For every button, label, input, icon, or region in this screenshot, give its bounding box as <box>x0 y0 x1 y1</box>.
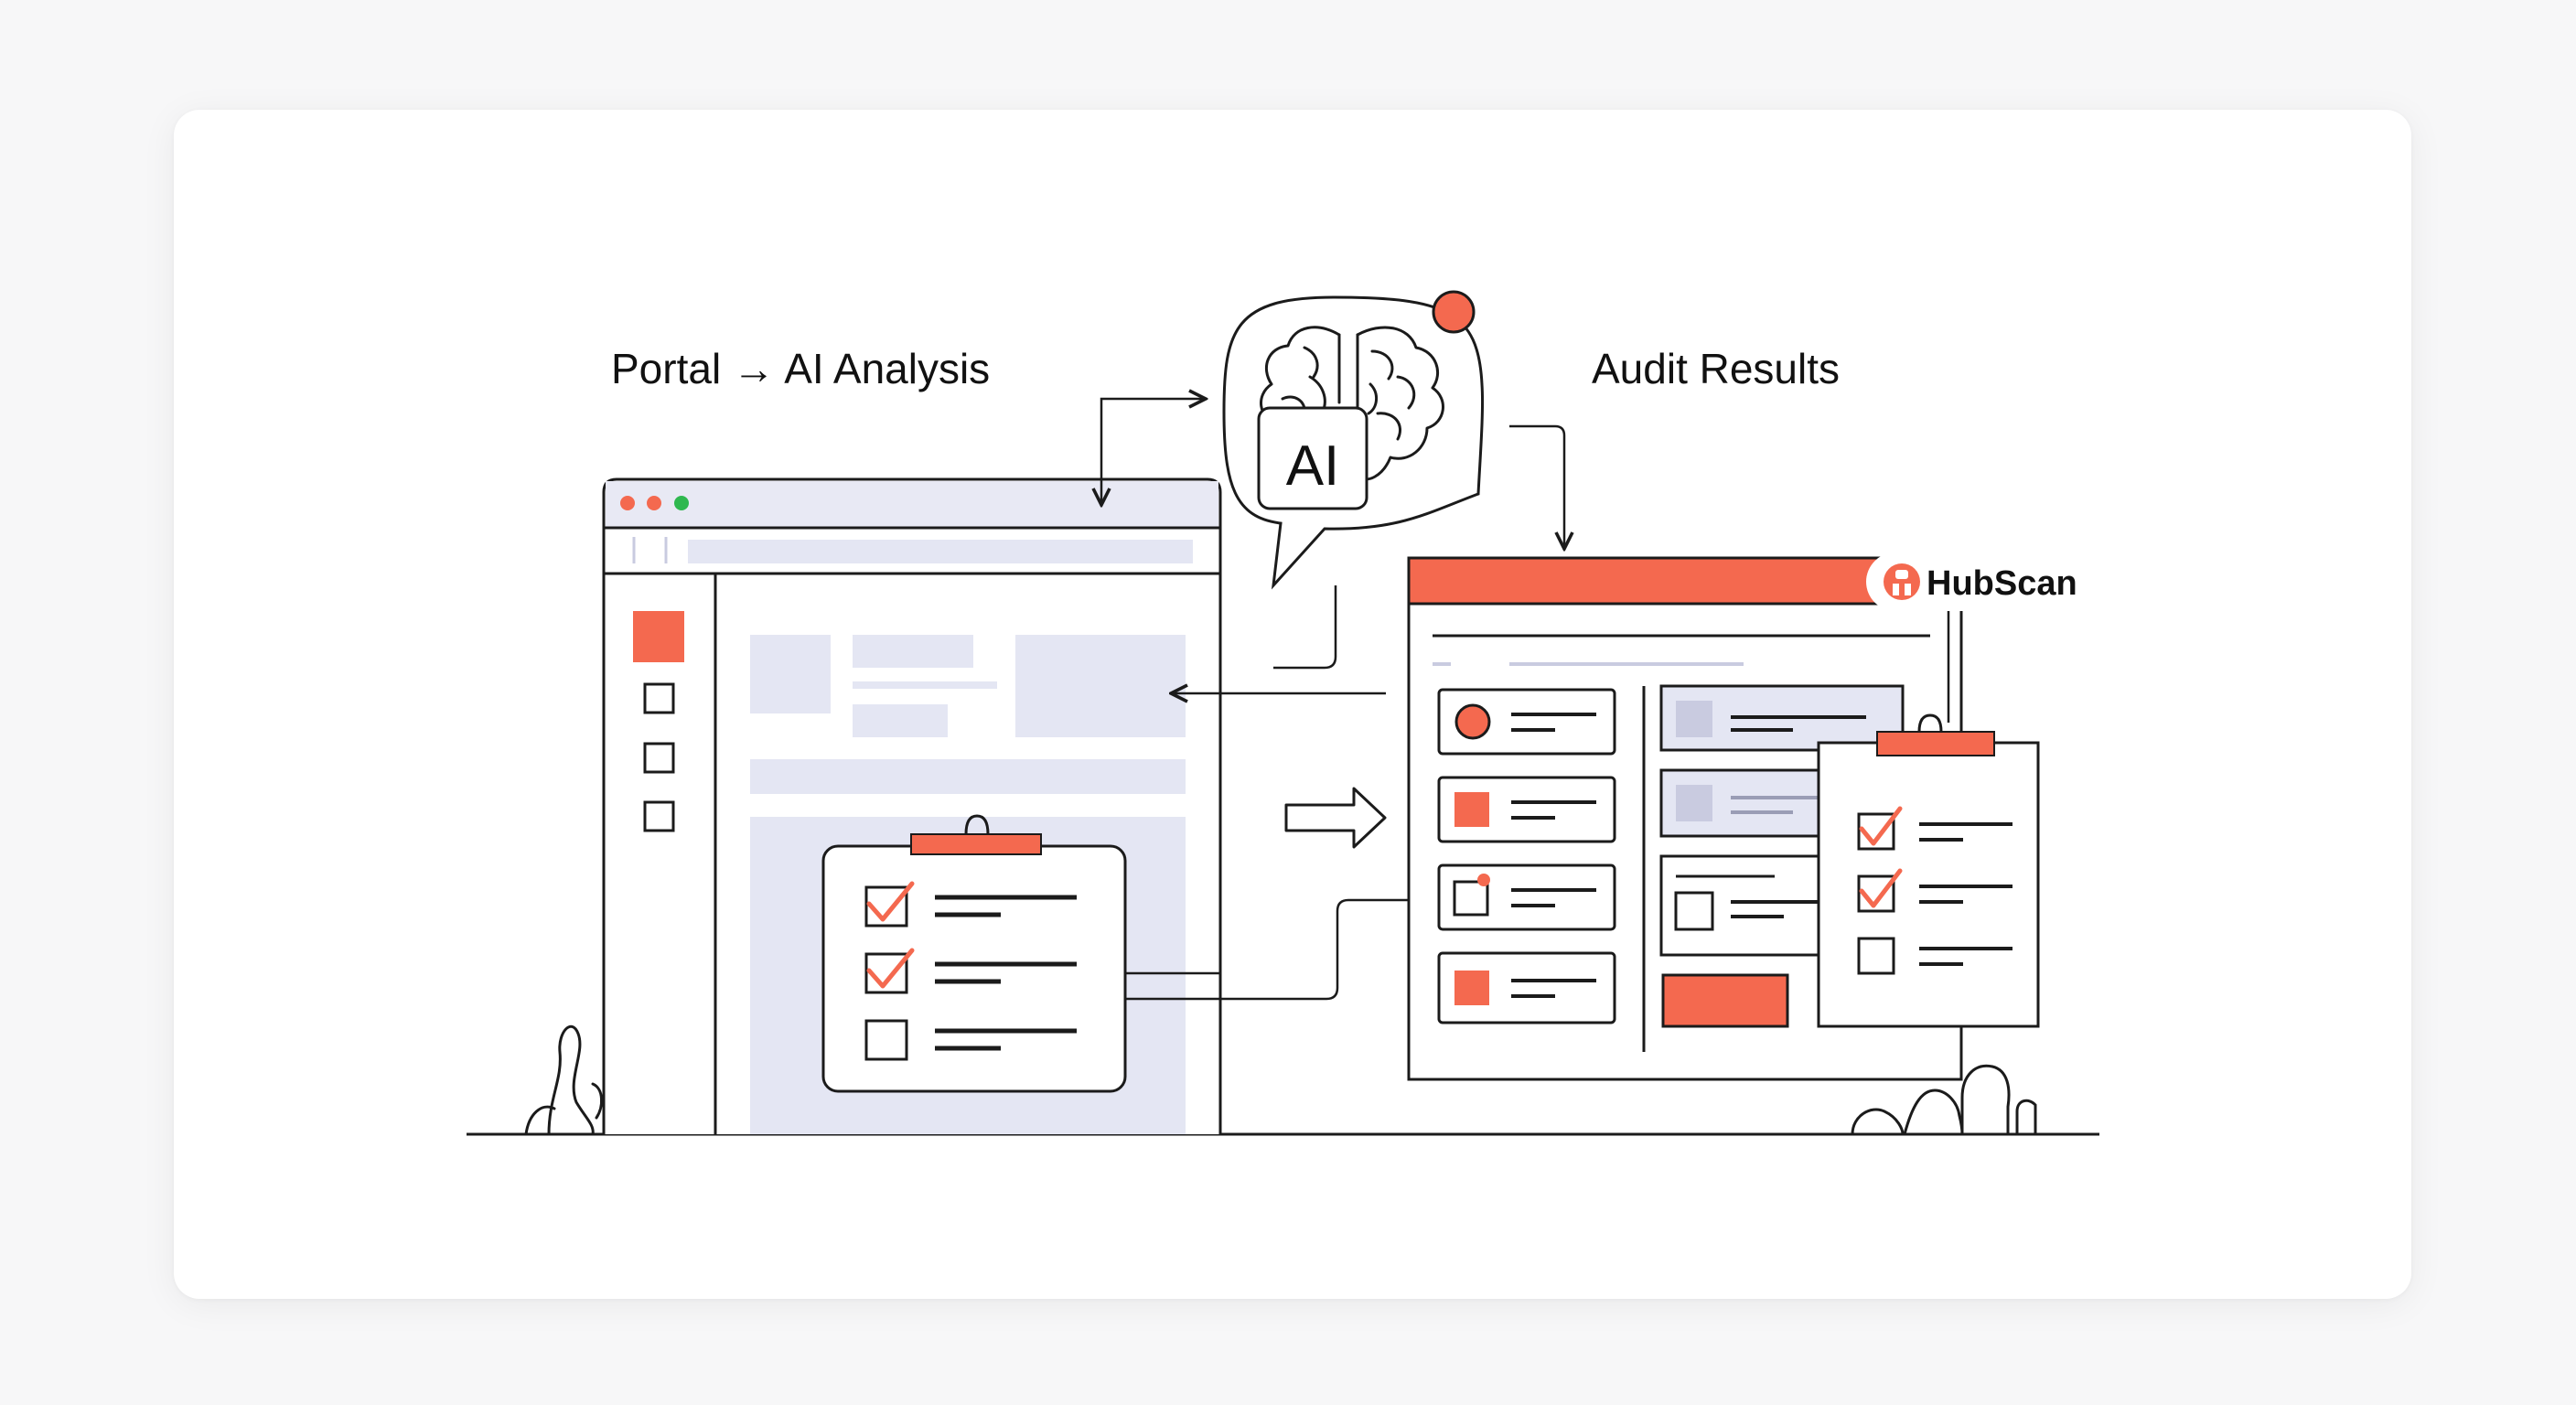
arrow-right-icon <box>1284 787 1387 849</box>
primary-action-button[interactable] <box>1661 973 1789 1028</box>
arrow-ai-to-results <box>1509 424 1564 549</box>
checkbox-empty[interactable] <box>1857 937 1895 975</box>
detail-card <box>1659 684 1905 752</box>
checklist-clipboard-right <box>1817 713 2040 1028</box>
shrubs-right <box>1851 1064 2037 1136</box>
hubscan-brand: HubScan <box>1866 552 2086 611</box>
results-header-bar <box>1407 556 1886 606</box>
window-maximize-dot[interactable] <box>674 496 689 510</box>
sidebar-active-item[interactable] <box>633 611 684 662</box>
paperclip-icon <box>1917 713 1943 733</box>
ai-bubble: AI <box>1222 290 1485 590</box>
brand-name: HubScan <box>1927 564 2077 603</box>
arrow-portal-to-ai <box>1101 399 1206 505</box>
checkmark-icon <box>1859 868 1903 908</box>
sidebar-item[interactable] <box>643 742 675 774</box>
notification-dot <box>1432 290 1476 334</box>
sidebar-item[interactable] <box>643 682 675 714</box>
connector-bubble-tail <box>1273 585 1337 670</box>
checkmark-icon <box>866 948 915 989</box>
checklist-clipboard-left <box>821 814 1127 1093</box>
window-close-dot[interactable] <box>620 496 635 510</box>
ai-badge-label: AI <box>1286 434 1340 498</box>
result-row[interactable] <box>1437 863 1616 931</box>
address-bar[interactable] <box>688 540 1193 563</box>
window-minimize-dot[interactable] <box>647 496 661 510</box>
connector-clipboard-to-results <box>1125 900 1427 1001</box>
paperclip-icon <box>964 814 990 835</box>
left-heading: Portal → AI Analysis <box>611 345 990 392</box>
result-row[interactable] <box>1437 688 1616 756</box>
hubscan-logo-icon <box>1884 563 1920 600</box>
result-row[interactable] <box>1437 776 1616 843</box>
checkmark-icon <box>866 881 915 922</box>
right-heading: Audit Results <box>1592 345 1840 392</box>
sidebar-item[interactable] <box>643 800 675 832</box>
result-row[interactable] <box>1437 951 1616 1024</box>
checkmark-icon <box>1859 806 1903 846</box>
checkbox-empty[interactable] <box>864 1019 908 1061</box>
plant-left <box>524 1024 603 1136</box>
